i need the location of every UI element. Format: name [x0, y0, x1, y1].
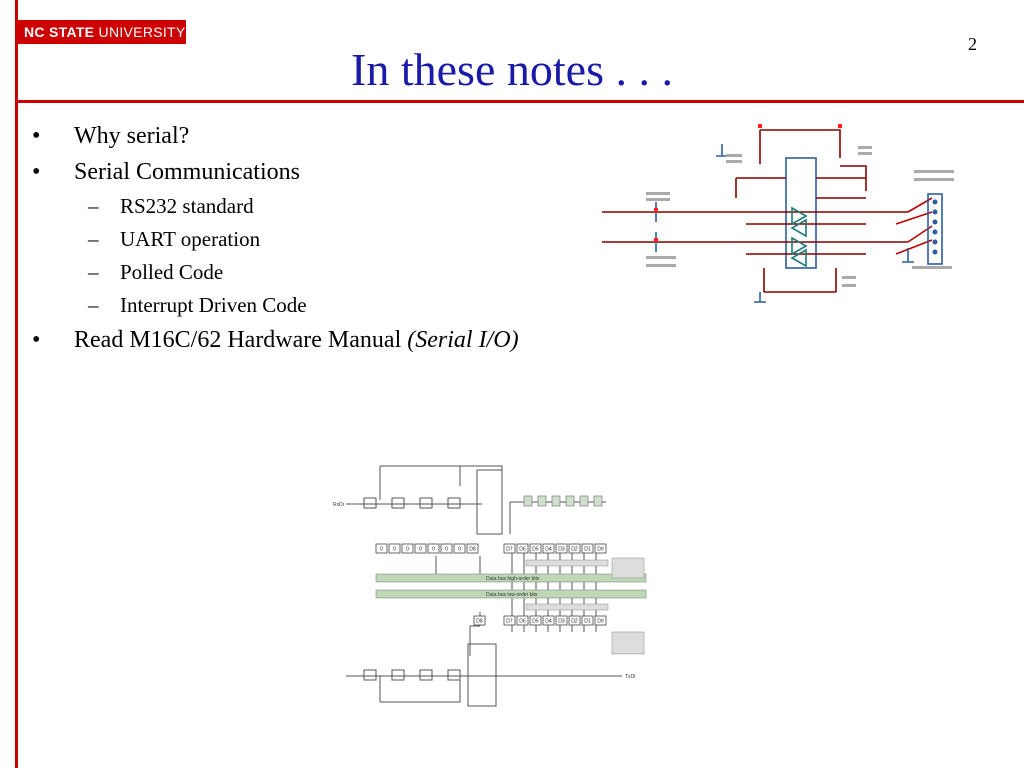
register-cell-label: D3 — [558, 619, 565, 625]
register-cell — [581, 543, 594, 554]
dash-glyph: – — [88, 194, 99, 218]
bullet-text: Read M16C/62 Hardware Manual — [74, 327, 408, 353]
university-logo: NC STATE UNIVERSITY — [18, 20, 186, 44]
register-cell-label: 0 — [458, 547, 461, 553]
data-bus-low-bar — [375, 589, 647, 599]
register-cell — [542, 543, 555, 554]
register-cell-label: D3 — [558, 547, 565, 553]
data-bus-high-label: Data bus high-order bits — [486, 576, 540, 582]
data-bus-low-label: Data bus low-order bits — [486, 592, 538, 598]
sub-bullet-item: – Interrupt Driven Code — [32, 289, 632, 322]
register-cell — [453, 543, 466, 554]
bullet-text: Why serial? — [74, 123, 190, 149]
left-accent-rule — [15, 0, 18, 768]
register-cell — [594, 543, 607, 554]
register-cell — [568, 615, 581, 626]
register-cell — [555, 543, 568, 554]
register-cell — [503, 615, 516, 626]
dash-glyph: – — [88, 227, 99, 251]
rs232-schematic-image — [602, 124, 954, 303]
slide-title: In these notes . . . — [351, 44, 673, 95]
bullet-emphasis: (Serial I/O) — [407, 327, 519, 353]
sub-bullet-text: UART operation — [120, 227, 261, 251]
register-cell — [594, 615, 607, 626]
register-cell — [516, 543, 529, 554]
bullet-list: • Why serial? • Serial Communications – … — [32, 118, 632, 358]
register-cell — [503, 543, 516, 554]
register-cell — [529, 615, 542, 626]
register-cell — [555, 615, 568, 626]
register-cell — [388, 543, 401, 554]
register-cell-label: D0 — [597, 619, 604, 625]
register-cell-label: D2 — [571, 619, 578, 625]
register-cell-label: 0 — [380, 547, 383, 553]
register-cell-label: D8 — [476, 619, 483, 625]
register-cell-label: D4 — [545, 547, 552, 553]
title-rule — [18, 100, 1024, 103]
logo-bold-text: NC STATE — [24, 24, 95, 40]
dash-glyph: – — [88, 260, 99, 284]
register-cell — [568, 543, 581, 554]
uart-block-diagram-image: RxDi TxDi Data bus high-order bits Data … — [333, 465, 647, 707]
bullet-glyph: • — [32, 159, 41, 185]
transmit-buffer-register: D8 D7 D6 D5 D4 D3 D2 D1 D0 — [473, 615, 607, 626]
bullet-item: • Why serial? — [32, 118, 632, 154]
logo-light-text: UNIVERSITY — [98, 24, 186, 40]
data-bus-high-bar — [375, 573, 647, 583]
txd-label: TxDi — [625, 674, 635, 680]
register-cell-label: D7 — [506, 619, 513, 625]
register-cell — [414, 543, 427, 554]
register-cell — [440, 543, 453, 554]
register-cell — [427, 543, 440, 554]
rxd-label: RxDi — [333, 502, 344, 508]
bullet-glyph: • — [32, 327, 41, 353]
register-cell-label: D7 — [506, 547, 513, 553]
sub-bullet-item: – UART operation — [32, 223, 632, 256]
register-cell-label: D2 — [571, 547, 578, 553]
register-cell — [516, 615, 529, 626]
register-cell-label: D5 — [532, 547, 539, 553]
register-cell-label: D6 — [519, 619, 526, 625]
bullet-item: • Read M16C/62 Hardware Manual (Serial I… — [32, 322, 632, 358]
sub-bullet-text: Polled Code — [120, 260, 224, 284]
register-cell-label: D6 — [519, 547, 526, 553]
register-cell-label: D4 — [545, 619, 552, 625]
register-cell — [542, 615, 555, 626]
bullet-glyph: • — [32, 123, 41, 149]
register-cell — [581, 615, 594, 626]
register-cell — [375, 543, 388, 554]
slide-number: 2 — [968, 34, 977, 54]
register-cell — [401, 543, 414, 554]
register-cell-label: D1 — [584, 619, 591, 625]
register-cell-label: 0 — [419, 547, 422, 553]
register-cell — [473, 615, 486, 626]
sub-bullet-item: – Polled Code — [32, 256, 632, 289]
bullet-item: • Serial Communications — [32, 154, 632, 190]
sub-bullet-text: Interrupt Driven Code — [120, 293, 307, 317]
bullet-text: Serial Communications — [74, 159, 300, 185]
register-cell-label: D0 — [597, 547, 604, 553]
register-cell-label: D5 — [532, 619, 539, 625]
register-cell-label: D1 — [584, 547, 591, 553]
register-cell-label: 0 — [406, 547, 409, 553]
register-cell-label: 0 — [432, 547, 435, 553]
register-cell-label: D8 — [469, 547, 476, 553]
sub-bullet-text: RS232 standard — [120, 194, 254, 218]
sub-bullet-item: – RS232 standard — [32, 190, 632, 223]
receive-buffer-register: 0 0 0 0 0 0 0 D8 D7 D6 D5 D4 D3 D2 D1 D0 — [375, 543, 607, 554]
register-cell — [466, 543, 479, 554]
dash-glyph: – — [88, 293, 99, 317]
register-cell — [529, 543, 542, 554]
register-cell-label: 0 — [393, 547, 396, 553]
register-cell-label: 0 — [445, 547, 448, 553]
